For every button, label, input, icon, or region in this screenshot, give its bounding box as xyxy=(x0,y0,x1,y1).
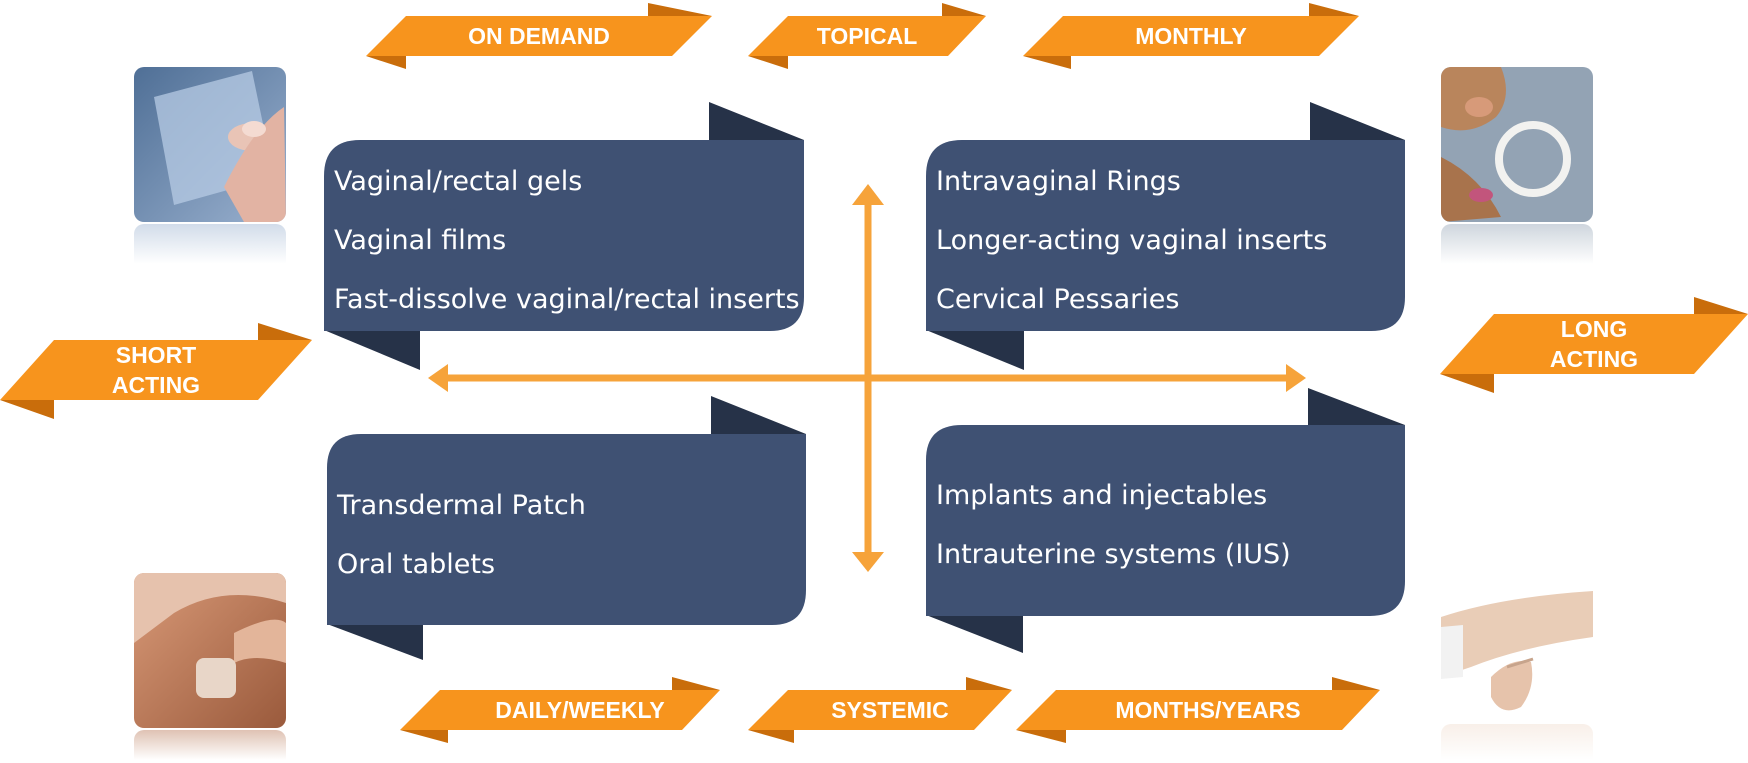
ribbon-shape xyxy=(366,3,712,69)
quadrant-long-acting-systemic: Implants and injectables Intrauterine sy… xyxy=(926,388,1406,660)
transdermal-patch-icon xyxy=(134,573,286,728)
quadrant-item-list: Vaginal/rectal gels Vaginal films Fast-d… xyxy=(334,152,800,329)
tag-short-acting: SHORT ACTING xyxy=(0,322,312,420)
arm-implant-icon xyxy=(1441,591,1593,711)
ribbon-shape xyxy=(0,323,312,419)
tag-topical: TOPICAL xyxy=(748,2,986,70)
list-item: Vaginal/rectal gels xyxy=(334,166,583,197)
photo-reflection xyxy=(1441,724,1593,760)
ribbon-shape xyxy=(400,677,720,743)
photo-reflection xyxy=(1441,224,1593,264)
ribbon-shape xyxy=(1023,3,1359,69)
quadrant-item-list: Transdermal Patch Oral tablets xyxy=(337,476,586,594)
tag-daily-weekly: DAILY/WEEKLY xyxy=(400,676,720,744)
list-item: Implants and injectables xyxy=(936,480,1268,511)
list-item: Intravaginal Rings xyxy=(936,166,1181,197)
tag-label: MONTHS/YEARS xyxy=(1115,697,1301,723)
intravaginal-ring-photo xyxy=(1441,67,1593,222)
list-item: Vaginal films xyxy=(334,225,507,256)
quadrant-short-acting-systemic: Transdermal Patch Oral tablets xyxy=(327,396,807,668)
horizontal-axis-arrow xyxy=(428,364,1306,392)
quadrant-box-shape xyxy=(926,102,1405,370)
quadrant-short-acting-on-demand: Vaginal/rectal gels Vaginal films Fast-d… xyxy=(324,100,804,372)
vaginal-film-photo xyxy=(134,67,286,222)
list-item: Oral tablets xyxy=(337,549,496,580)
tag-monthly: MONTHLY xyxy=(1023,2,1359,70)
arm-implant-photo xyxy=(1441,567,1593,722)
ribbon-shape xyxy=(1016,677,1380,743)
transdermal-patch-photo xyxy=(134,573,286,728)
photo-reflection xyxy=(134,730,286,760)
ribbon-shape xyxy=(748,677,1012,743)
list-item: Longer-acting vaginal inserts xyxy=(936,225,1328,256)
quadrant-box-shape xyxy=(926,388,1405,653)
tag-label: ON DEMAND xyxy=(468,23,610,49)
quadrant-item-list: Intravaginal Rings Longer-acting vaginal… xyxy=(936,152,1327,329)
ribbon-shape xyxy=(748,3,986,69)
tag-label: TOPICAL xyxy=(816,23,918,49)
tag-systemic: SYSTEMIC xyxy=(748,676,1012,744)
quadrant-long-acting-monthly: Intravaginal Rings Longer-acting vaginal… xyxy=(926,100,1406,372)
tag-label: LONG ACTING xyxy=(1549,316,1639,372)
quadrant-item-list: Implants and injectables Intrauterine sy… xyxy=(936,466,1291,584)
tag-on-demand: ON DEMAND xyxy=(366,2,712,70)
tag-label: SYSTEMIC xyxy=(831,697,949,723)
quadrant-box-shape xyxy=(327,396,806,660)
tag-months-years: MONTHS/YEARS xyxy=(1016,676,1380,744)
list-item: Intrauterine systems (IUS) xyxy=(936,539,1291,570)
ribbon-shape xyxy=(1440,297,1748,393)
tag-label: DAILY/WEEKLY xyxy=(495,697,665,723)
list-item: Fast-dissolve vaginal/rectal inserts xyxy=(334,284,800,315)
list-item: Cervical Pessaries xyxy=(936,284,1180,315)
vaginal-film-icon xyxy=(134,67,286,222)
tag-label: SHORT ACTING xyxy=(111,342,201,398)
photo-reflection xyxy=(134,224,286,264)
tag-label: MONTHLY xyxy=(1135,23,1247,49)
quadrant-box-shape xyxy=(324,102,804,370)
list-item: Transdermal Patch xyxy=(337,490,586,521)
intravaginal-ring-icon xyxy=(1441,67,1593,222)
tag-long-acting: LONG ACTING xyxy=(1440,296,1748,394)
